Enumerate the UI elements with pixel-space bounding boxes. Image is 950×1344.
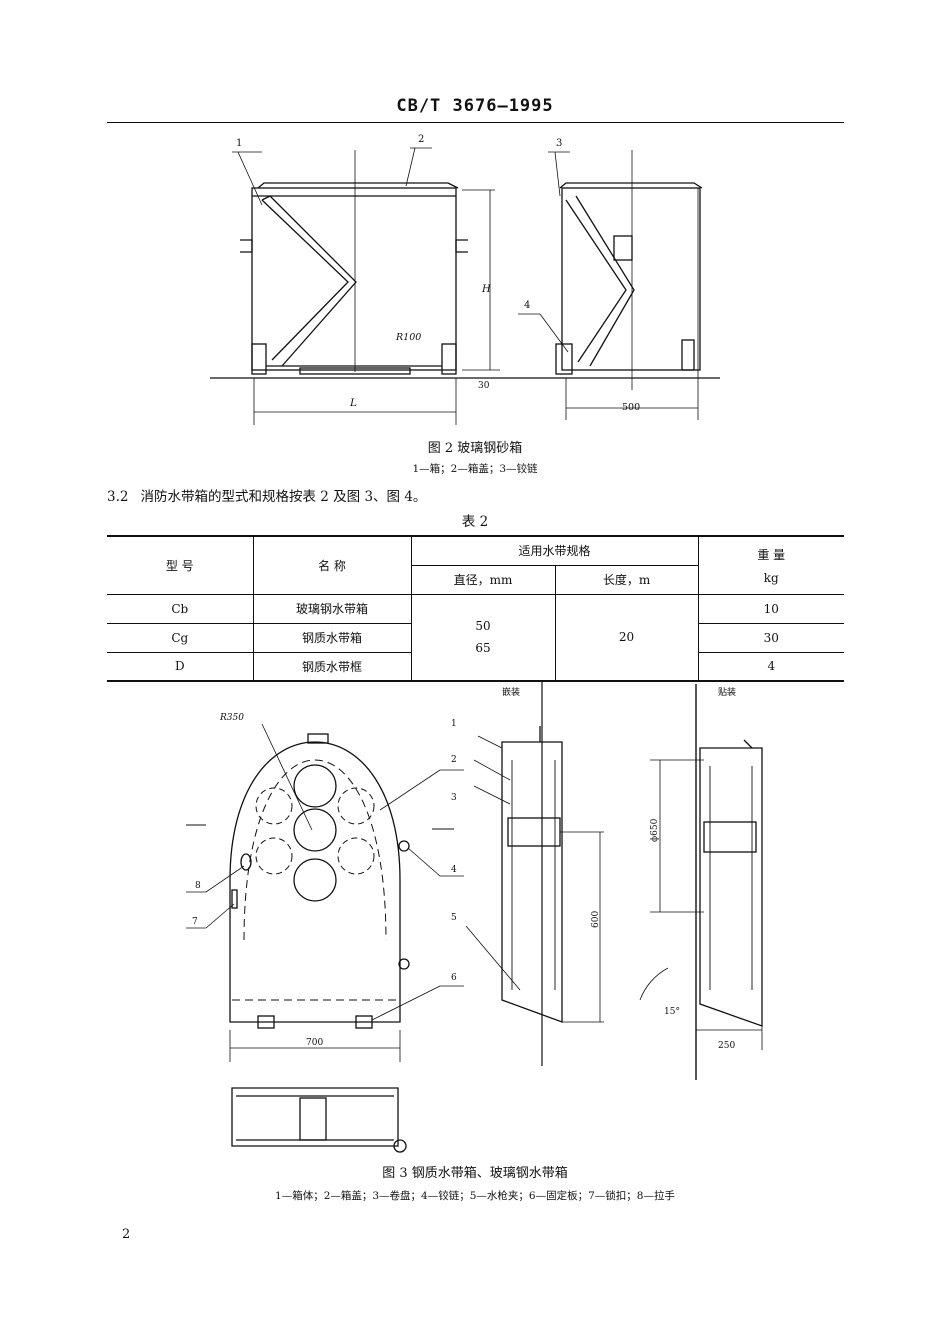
cell-diameter-65: 65 <box>475 641 491 656</box>
fig2-dim-l: L <box>349 397 357 409</box>
table-row: Cb 玻璃钢水带箱 50 65 20 10 <box>107 593 845 682</box>
fig3-label-embed: 嵌装 <box>502 686 520 698</box>
fig3-dim-15deg: 15° <box>664 1007 680 1017</box>
cell-weight: 4 <box>697 651 845 682</box>
fig3-label-surface: 贴装 <box>718 686 736 698</box>
page-number: 2 <box>122 1227 131 1242</box>
fig3-callout-6: 6 <box>451 973 457 983</box>
fig3-callout-8: 8 <box>195 881 201 891</box>
fig2-front-lid <box>257 182 459 189</box>
fig2-callout-2: 2 <box>418 134 424 145</box>
fig2-dim-30: 30 <box>478 381 490 391</box>
table-2: 型 号 名 称 适用水带规格 重 量 kg 直径，mm 长度，m Cb 玻璃钢水… <box>107 535 845 682</box>
table-row: D 钢质水带框 4 <box>107 651 845 682</box>
fig3-dim-600: 600 <box>591 911 601 928</box>
fig2-callout-4: 4 <box>524 300 530 311</box>
fig3-callout-3: 3 <box>451 793 457 803</box>
fig2-dim-500: 500 <box>622 402 640 413</box>
fig3-callout-4: 4 <box>451 865 457 875</box>
section-text: 消防水带箱的型式和规格按表 2 及图 3、图 4。 <box>140 489 427 505</box>
header-model: 型 号 <box>107 535 254 595</box>
header-weight-label: 重 量 <box>757 547 786 562</box>
fig3-callout-7: 7 <box>192 917 198 927</box>
fig2-callout-3: 3 <box>556 138 562 149</box>
fig3-dim-r350: R350 <box>219 713 244 723</box>
cell-name: 钢质水带框 <box>252 651 412 682</box>
fig3-embed-side <box>501 741 563 1023</box>
cell-diameter: 50 65 <box>410 593 556 682</box>
header-weight-unit: kg <box>763 570 779 585</box>
section-number: 3.2 <box>107 489 129 505</box>
cell-weight: 10 <box>697 593 845 624</box>
cell-length: 20 <box>554 593 699 682</box>
fig3-callout-5: 5 <box>451 913 457 923</box>
table-row: Cg 钢质水带箱 30 <box>107 622 845 653</box>
fig3-dim-700: 700 <box>306 1038 323 1048</box>
header-rule <box>107 122 844 123</box>
cell-name: 钢质水带箱 <box>252 622 412 653</box>
page-header: CB/T 3676—1995 <box>396 96 554 116</box>
fig3-callout-2: 2 <box>451 755 457 765</box>
fig2-dim-r100: R100 <box>395 332 421 343</box>
fig2-callout-1: 1 <box>236 138 242 149</box>
fig2-dim-h: H <box>481 284 491 295</box>
fig2-caption: 图 2 玻璃钢砂箱 <box>427 441 523 456</box>
fig3-plan-view <box>231 1087 399 1147</box>
fig2-side-box <box>561 187 701 371</box>
fig3-surface-side <box>699 747 763 1027</box>
fig3-dim-250: 250 <box>718 1041 735 1051</box>
header-diameter: 直径，mm <box>411 564 556 595</box>
fig3-front-box <box>229 741 401 1023</box>
cell-name: 玻璃钢水带箱 <box>252 593 412 624</box>
fig3-dim-650: ϕ650 <box>650 818 660 842</box>
fig3-legend: 1—箱体；2—箱盖；3—卷盘；4—铰链；5—水枪夹；6—固定板；7—锁扣；8—拉… <box>275 1190 675 1202</box>
header-length: 长度，m <box>554 564 699 595</box>
header-name: 名 称 <box>252 535 412 595</box>
cell-model: Cb <box>107 593 254 624</box>
fig2-legend: 1—箱；2—箱盖；3—铰链 <box>412 463 538 475</box>
fig3-caption: 图 3 钢质水带箱、玻璃钢水带箱 <box>382 1166 568 1181</box>
header-weight: 重 量 kg <box>697 535 845 595</box>
fig3-callout-1: 1 <box>451 719 457 729</box>
table2-title: 表 2 <box>461 514 489 530</box>
cell-diameter-50: 50 <box>475 619 491 634</box>
cell-weight: 30 <box>697 622 845 653</box>
fig2-front-box <box>251 187 457 371</box>
section-paragraph: 3.2 消防水带箱的型式和规格按表 2 及图 3、图 4。 <box>107 485 426 505</box>
